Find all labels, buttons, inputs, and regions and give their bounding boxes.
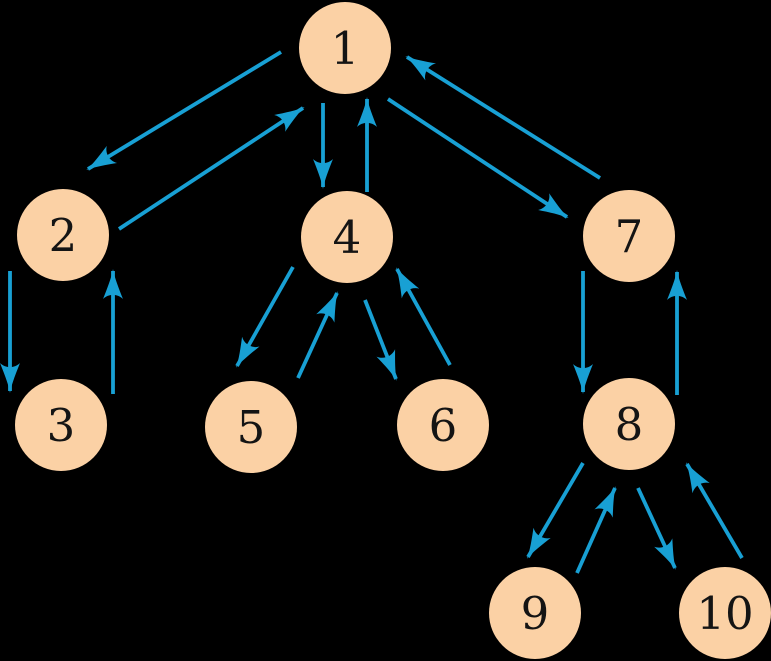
edge-arrow-1-to-7: [386, 97, 569, 219]
node-label-9: 9: [521, 587, 550, 640]
node-circle-5: [205, 381, 297, 473]
node-circle-10: [679, 567, 771, 659]
graph-node-10: 10: [679, 567, 771, 659]
node-circle-3: [15, 379, 107, 471]
edge-arrow-8-to-10: [636, 487, 677, 570]
graph-node-4: 4: [301, 191, 393, 283]
node-circle-2: [17, 189, 109, 281]
node-label-8: 8: [615, 398, 644, 451]
graph-node-7: 7: [583, 190, 675, 282]
node-label-1: 1: [331, 22, 360, 75]
graph-node-9: 9: [489, 567, 581, 659]
node-circle-6: [397, 379, 489, 471]
node-label-2: 2: [49, 209, 78, 262]
edge-arrow-4-to-5: [235, 266, 295, 368]
edge-arrow-1-to-2: [86, 50, 282, 171]
node-label-3: 3: [47, 399, 76, 452]
node-label-5: 5: [237, 401, 266, 454]
node-circle-8: [583, 378, 675, 470]
edge-arrow-7-to-1: [405, 55, 602, 180]
nodes-layer: 1 2 3 4 5 6 7 8 9 10: [15, 2, 771, 659]
edges-layer: [0, 50, 744, 574]
node-label-4: 4: [333, 211, 362, 264]
graph-node-3: 3: [15, 379, 107, 471]
edge-arrow-4-to-6: [363, 299, 398, 381]
graph-node-1: 1: [299, 2, 391, 94]
graph-node-8: 8: [583, 378, 675, 470]
edge-arrow-5-to-4: [296, 291, 339, 379]
graph-node-5: 5: [205, 381, 297, 473]
node-label-10: 10: [696, 587, 753, 640]
node-label-7: 7: [615, 210, 644, 263]
node-label-6: 6: [429, 399, 458, 452]
graph-node-2: 2: [17, 189, 109, 281]
edge-arrow-10-to-8: [685, 462, 744, 559]
node-circle-1: [299, 2, 391, 94]
graph-node-6: 6: [397, 379, 489, 471]
edge-arrow-9-to-8: [575, 486, 617, 574]
edge-arrow-6-to-4: [395, 267, 452, 366]
edge-arrow-2-to-1: [117, 106, 305, 231]
edge-arrow-8-to-9: [526, 462, 585, 559]
node-circle-7: [583, 190, 675, 282]
node-circle-9: [489, 567, 581, 659]
node-circle-4: [301, 191, 393, 283]
